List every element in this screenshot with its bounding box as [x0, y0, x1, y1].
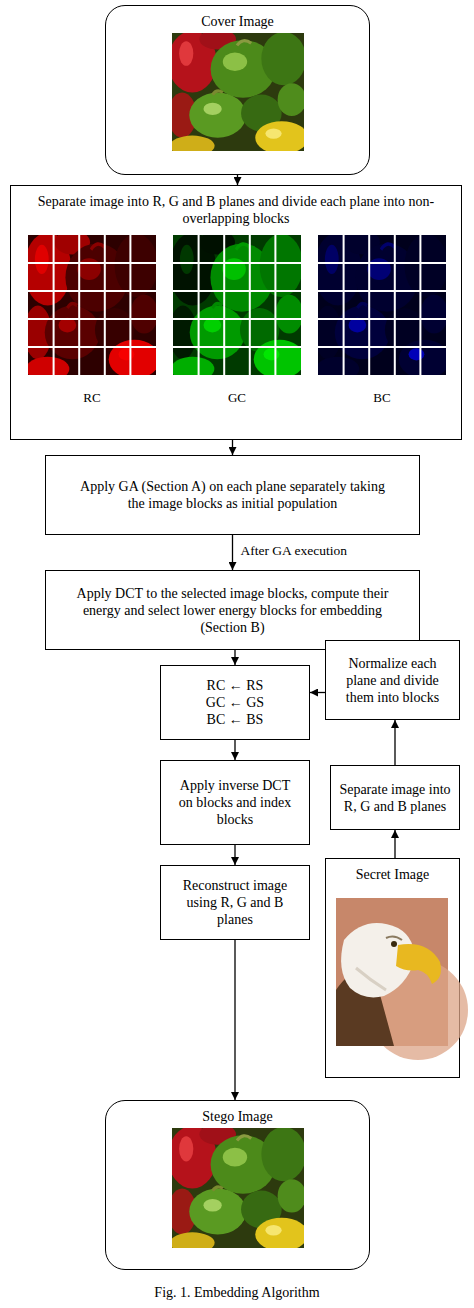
- node-text: Apply DCT to the selected image blocks, …: [74, 585, 392, 636]
- eagle-brow: [386, 936, 402, 940]
- node-text: Apply inverse DCT on blocks and index bl…: [176, 777, 294, 828]
- flow-arrow: [310, 692, 325, 693]
- terminal-box: Stego Image: [105, 1100, 370, 1270]
- figure-caption: Fig. 1. Embedding Algorithm: [0, 1284, 474, 1301]
- flow-arrow: [237, 175, 238, 185]
- stego-photo: [168, 1124, 308, 1253]
- blue-plane: [314, 230, 450, 381]
- process-box: Separate image into R, G and B planes an…: [10, 185, 462, 440]
- node-text: Normalize each plane and divide them int…: [334, 655, 452, 706]
- node-text: Separate image into R, G and B planes an…: [26, 193, 446, 227]
- red-plane: [24, 230, 160, 381]
- block-grid: [318, 235, 446, 375]
- node-text: Stego Image: [202, 1108, 272, 1125]
- node-text: RC ← RS GC ← GS BC ← BS: [203, 677, 267, 728]
- blue-plane-photo: [314, 230, 450, 381]
- flow-arrow: [232, 535, 233, 570]
- process-box: Apply GA (Section A) on each plane separ…: [45, 455, 420, 535]
- green-plane-photo: [169, 230, 305, 381]
- process-box: Apply inverse DCT on blocks and index bl…: [160, 760, 310, 845]
- photo-background: [368, 960, 468, 1060]
- flow-arrow: [394, 720, 395, 765]
- process-box: Separate image into R, G and B planes: [330, 765, 460, 830]
- flow-arrow: [232, 440, 233, 455]
- flow-arrow: [234, 845, 235, 865]
- green-plane: [169, 230, 305, 381]
- flow-arrow: [394, 830, 395, 858]
- secret-photo: [336, 898, 468, 1060]
- node-text: Secret Image: [356, 866, 429, 883]
- node-text: Cover Image: [201, 13, 274, 30]
- node-text: Reconstruct image using R, G and B plane…: [179, 877, 291, 928]
- edge-label: After GA execution: [241, 543, 347, 559]
- flow-arrow: [234, 740, 235, 760]
- flow-arrow: [234, 650, 235, 665]
- cover-photo: [168, 29, 308, 156]
- block-grid: [28, 235, 156, 375]
- eagle-body: [336, 972, 394, 1046]
- node-text: Separate image into R, G and B planes: [337, 781, 453, 815]
- eagle-eye: [391, 941, 397, 947]
- flow-arrow: [234, 940, 235, 1100]
- terminal-box: Cover Image: [105, 5, 370, 175]
- input-box: Secret Image: [325, 858, 460, 1078]
- process-box: Reconstruct image using R, G and B plane…: [160, 865, 310, 940]
- node-text: Apply GA (Section A) on each plane separ…: [77, 478, 389, 512]
- assignment-box: RC ← RS GC ← GS BC ← BS: [160, 665, 310, 740]
- process-box: Normalize each plane and divide them int…: [325, 640, 460, 720]
- block-grid: [173, 235, 301, 375]
- eagle-beak: [396, 944, 441, 984]
- eagle-head: [341, 923, 414, 997]
- eagle-feather: [356, 968, 386, 990]
- red-plane-photo: [24, 230, 160, 381]
- process-box: Apply DCT to the selected image blocks, …: [45, 570, 420, 650]
- photo-background: [336, 898, 448, 1046]
